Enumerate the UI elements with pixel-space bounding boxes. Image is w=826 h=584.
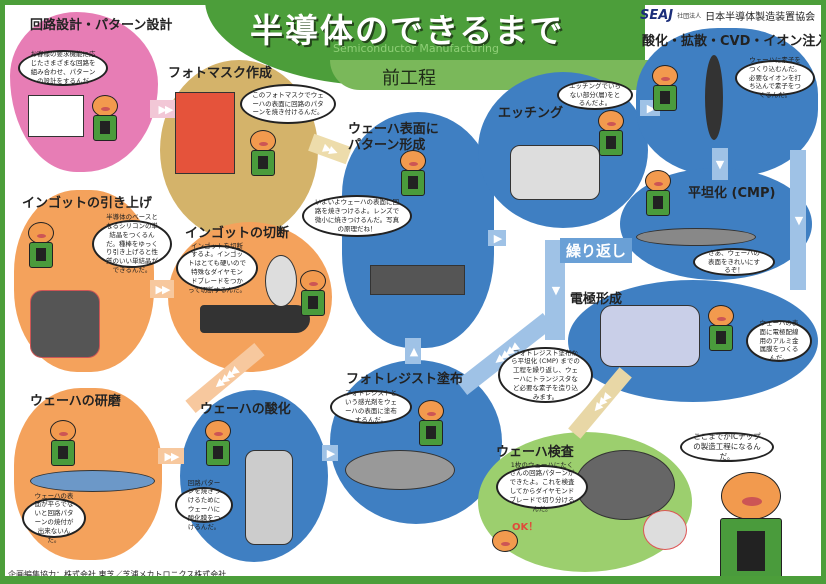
speech-bubble-inspection: 1枚のウェーハにたくさんの回路パターンができたよ。これを検査してからダイヤモンド… [496, 461, 588, 513]
flow-arrow-icon: ▶▶ [150, 280, 174, 298]
speech-bubble-polishing: ウェーハの表面が平らでないと回路パターンの焼付が出来ないんだ。 [22, 492, 86, 544]
robot-mascot [250, 130, 276, 176]
flow-arrow-icon: ▶▶ [150, 100, 180, 118]
page-subtitle: Semiconductor Manufacturing [333, 42, 499, 55]
robot-mascot [300, 270, 326, 316]
wafer-image [705, 55, 723, 140]
logo-type: 社団法人 [677, 13, 702, 20]
speech-bubble-cmp: さあ、ウェーハの表面をきれいにするぞ！ [693, 248, 775, 276]
robot-mascot [652, 65, 678, 111]
flow-arrow-icon: ▶ [322, 445, 338, 461]
speech-bubble-design: お客様の要求機能に応じたさまざまな回路を組み合わせ、パターンの設計をするんだ [18, 50, 108, 86]
flow-arrow-icon: ▶▶ [158, 448, 184, 464]
etching-chamber [510, 145, 600, 200]
step-title-etching: エッチング [498, 106, 564, 121]
step-title-pattern: ウェーハ表面に パターン形成 [348, 122, 439, 153]
ingot-image [200, 305, 310, 333]
speech-bubble-electrode: ウェーハの表面に電極配線用のアルミ金属膜をつくるんだ。 [746, 319, 812, 362]
flow-arrow-icon: ▲ [405, 338, 421, 364]
step-title-electrode: 電極形成 [570, 292, 623, 307]
tester-image [643, 510, 687, 550]
speech-bubble-etching: エッチングでいらない部分(層)をとるんだよ。 [557, 80, 633, 110]
step-title-inspection: ウェーハ検査 [496, 445, 574, 460]
step-title-polishing: ウェーハの研磨 [30, 394, 121, 409]
robot-mascot [92, 95, 118, 141]
speech-bubble-final: ここまでがICチップの製造工程になるんだ。 [680, 432, 774, 462]
exposure-stage [370, 265, 465, 295]
robot-mascot [598, 110, 624, 156]
flow-arrow-icon: ▼ [712, 148, 728, 180]
robot-mascot-large [720, 472, 782, 584]
step-title-photoresist: フォトレジスト塗布 [346, 372, 464, 387]
design-blob [10, 12, 158, 172]
crucible-image [30, 290, 100, 358]
ok-label: OK！ [512, 522, 539, 533]
speech-bubble-photoresist: フォトレジストという感光剤をウェーハの表面に塗布するんだ。 [330, 389, 412, 424]
robot-mascot [645, 170, 671, 216]
step-title-photomask: フォトマスク作成 [168, 66, 273, 81]
step-title-ion: 酸化・拡散・CVD・イオン注入 [642, 34, 826, 49]
step-title-oxidation: ウェーハの酸化 [200, 402, 291, 417]
diamond-blade [265, 255, 297, 307]
flow-arrow-icon: ▼ [790, 150, 806, 290]
stage-label: 前工程 [382, 68, 436, 89]
flow-arrow-icon: ▶ [488, 230, 506, 246]
step-title-cmp: 平坦化 (CMP) [688, 186, 776, 201]
robot-mascot [400, 150, 426, 196]
footer-credit: 企画編集協力：株式会社 東芝／芝浦メカトロニクス株式会社 [8, 570, 227, 579]
page-title: 半導体のできるまで [250, 11, 565, 50]
oxidation-furnace [245, 450, 293, 545]
speech-bubble-oxidation: 回路パターンを焼きつけるためにウェーハに酸化膜をつけるんだ。 [175, 479, 233, 531]
inspected-wafer [575, 450, 675, 520]
photomask-image [175, 92, 235, 174]
computer-monitor [28, 95, 84, 137]
robot-mascot [708, 305, 734, 351]
repeat-note: フォトレジスト塗布から平坦化 (CMP) までの工程を繰り返し、ウェーハにトラン… [498, 347, 593, 403]
speech-bubble-pattern: いよいよウェーハの表面に回路を焼きつけるよ。レンズで微小に焼きつけるんだ。写真の… [302, 195, 412, 237]
step-title-ingot-pull: インゴットの引き上げ [22, 196, 153, 211]
sputter-chamber [600, 305, 700, 367]
step-title-design: 回路設計・パターン設計 [30, 18, 173, 33]
robot-mascot [50, 420, 76, 466]
speech-bubble-ingot-pull: 半導体のベースとなるシリコンの単結晶をつくるんだ。種棒をゆっくり引き上げると性質… [92, 213, 172, 274]
speech-bubble-photomask: このフォトマスクでウェーハの表面に回路のパターンを焼き付けるんだ。 [240, 84, 336, 124]
robot-mascot [28, 222, 54, 268]
polishing-table [30, 470, 155, 492]
robot-mascot [205, 420, 231, 466]
logo-org: 日本半導体製造装置協会 [705, 12, 816, 23]
robot-mascot [492, 530, 518, 552]
polishing-table [636, 228, 756, 246]
robot-mascot [418, 400, 444, 446]
repeat-label: 繰り返し [560, 238, 633, 263]
speech-bubble-ingot-cut: インゴットを切断するよ。インゴットはとても硬いので特殊なダイヤモンドブレードをつ… [176, 242, 258, 294]
step-title-ingot-cut: インゴットの切断 [185, 226, 290, 241]
logo-mark: SEAJ [640, 8, 674, 23]
repeat-arrow-icon: ▼ [545, 240, 565, 340]
logo: SEAJ 社団法人 日本半導体製造装置協会 [640, 8, 815, 23]
wafer-image [345, 450, 455, 490]
speech-bubble-ion: ウェーハに素子をつくり込むんだ。必要なイオンを打ち込んで素子をつくるんだ。 [735, 56, 815, 99]
